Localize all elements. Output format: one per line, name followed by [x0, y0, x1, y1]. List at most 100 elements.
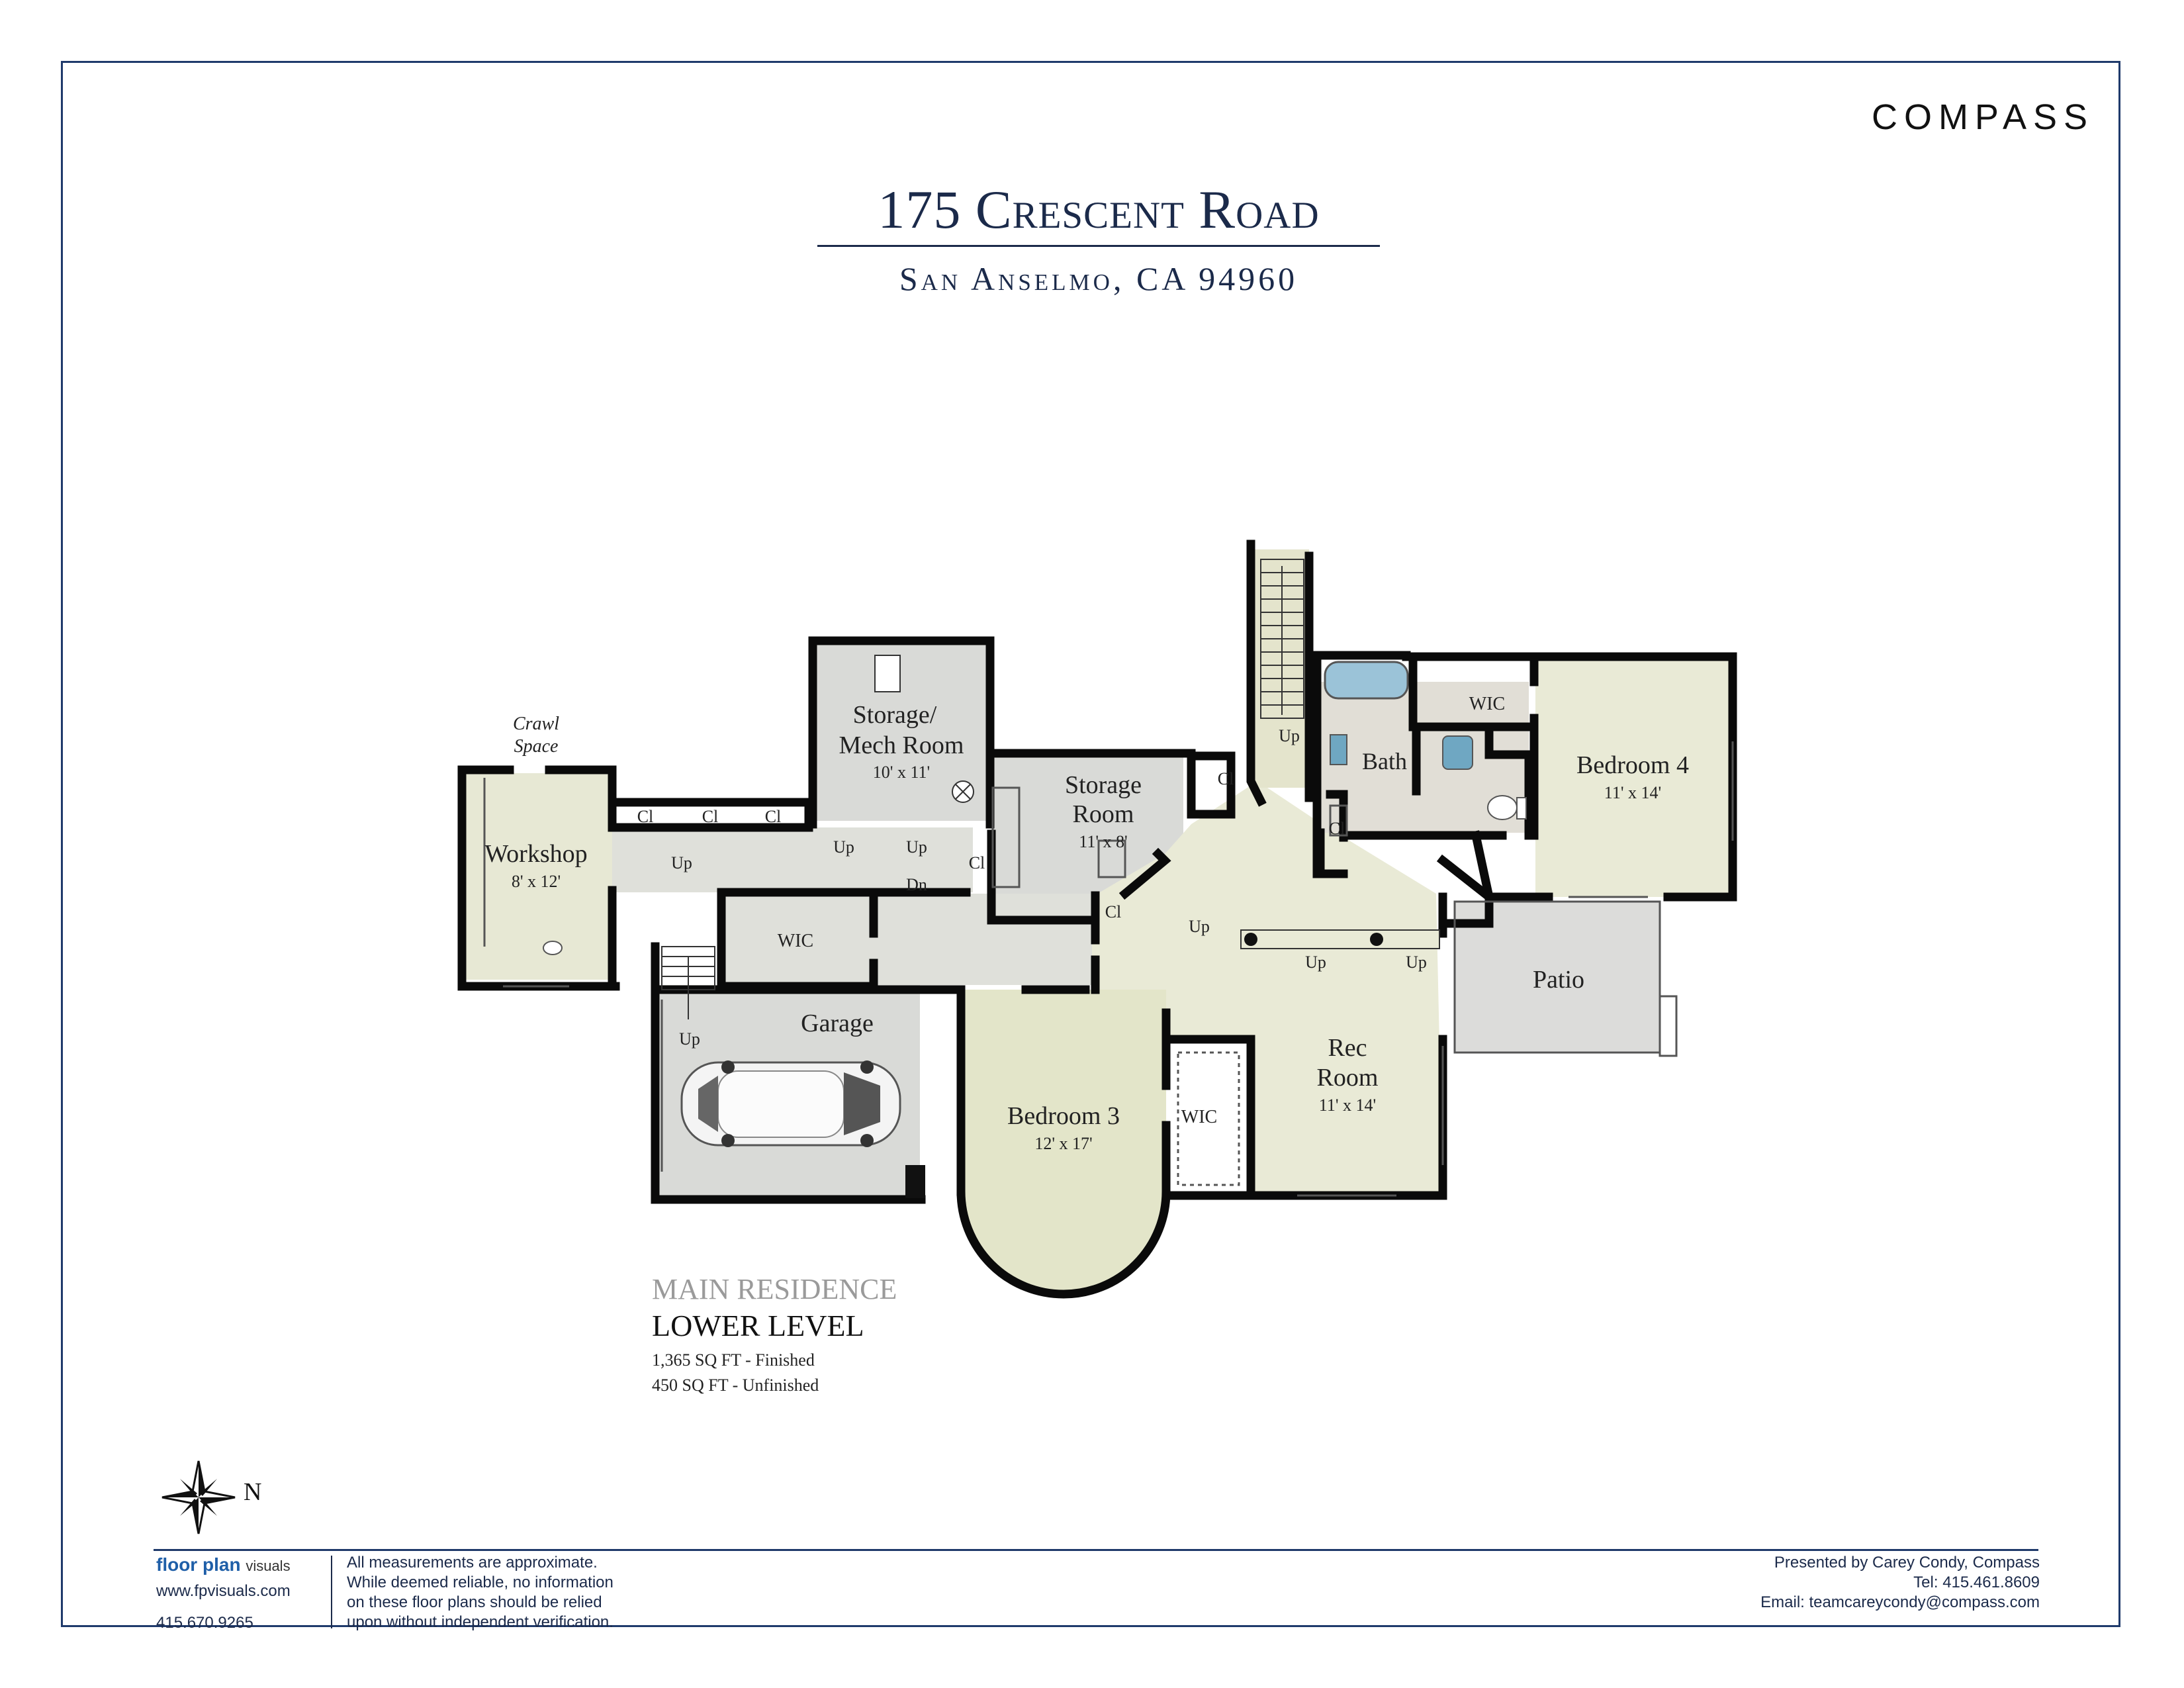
fixtures — [543, 655, 1527, 1198]
stairs — [661, 559, 1304, 1019]
rec-room-step — [1240, 929, 1440, 949]
north-arrow-icon — [161, 1460, 236, 1534]
workshop-label: Workshop — [484, 840, 587, 868]
presenter-phone: Tel: 415.461.8609 — [1913, 1573, 2040, 1591]
shelf-outline — [991, 786, 1021, 888]
workshop-dims: 8' x 12' — [512, 872, 561, 891]
bedroom3-label: Bedroom 3 — [1007, 1102, 1120, 1130]
window-outlines — [483, 741, 1734, 1197]
storage-mech-label: Storage/ — [853, 701, 937, 729]
disclaimer: All measurements are approximate. While … — [347, 1553, 614, 1632]
stair-floor — [1253, 549, 1309, 788]
property-address: San Anselmo, CA 94960 — [899, 260, 1298, 297]
finished-area: 1,365 SQ FT - Finished — [652, 1350, 815, 1370]
bedroom3-floor — [961, 990, 1166, 1294]
closet-wall — [1326, 790, 1348, 840]
up-label: Up — [906, 837, 927, 857]
title-divider — [817, 245, 1380, 247]
disclaimer-line: on these floor plans should be relied — [347, 1593, 602, 1611]
crawl-space-label: Crawl — [513, 714, 559, 734]
column — [1244, 933, 1257, 946]
property-title: 175 Crescent Road — [878, 179, 1320, 240]
wic-hall-floor — [721, 894, 1092, 985]
toilet — [1487, 795, 1518, 820]
wic-wall — [1167, 1035, 1255, 1200]
closet-label: Cl — [1105, 902, 1122, 921]
vanity-sink — [1330, 734, 1347, 765]
company-website[interactable]: www.fpvisuals.com — [156, 1582, 291, 1600]
bedroom4-label: Bedroom 4 — [1576, 751, 1689, 779]
company-phone: 415.670.9265 — [156, 1614, 253, 1632]
level-name: LOWER LEVEL — [652, 1309, 864, 1342]
up-label: Up — [671, 853, 692, 872]
disclaimer-line: While deemed reliable, no information — [347, 1573, 614, 1591]
presenter-info: Presented by Carey Condy, Compass Tel: 4… — [1760, 1553, 2040, 1613]
room-labels: Crawl Space Workshop 8' x 12' Storage/ M… — [484, 694, 1689, 1153]
presenter-email[interactable]: Email: teamcareycondy@compass.com — [1760, 1593, 2040, 1611]
bedroom4-wall — [1471, 830, 1494, 902]
up-label: Up — [679, 1029, 700, 1049]
bath-label: Bath — [1362, 748, 1407, 774]
closet-wall — [1187, 751, 1236, 819]
closet-label: Cl — [1329, 819, 1345, 838]
footer-divider — [154, 1549, 2038, 1551]
utility-sink — [543, 941, 563, 955]
storage-mech-wall — [808, 636, 995, 829]
storage-mech-label: Mech Room — [839, 731, 964, 759]
fpvisuals-logo: floor plan visuals — [156, 1554, 291, 1575]
wic-label: WIC — [1469, 694, 1505, 714]
up-label: Up — [1406, 953, 1427, 972]
page-frame — [61, 61, 2120, 1627]
down-label: Dn — [906, 875, 927, 894]
company-sub: visuals — [246, 1558, 291, 1574]
up-label: Up — [1305, 953, 1326, 972]
closet-wall — [1438, 892, 1494, 928]
bedroom4-floor — [1535, 659, 1733, 897]
stair-markers: Up Up Up Dn Up Up Up Up Up — [671, 726, 1427, 1049]
hall-floor — [612, 827, 973, 892]
garage-post — [905, 1165, 925, 1198]
crawl-space-label: Space — [514, 736, 559, 757]
footer-vertical-divider — [331, 1556, 332, 1628]
workshop-floor — [463, 773, 612, 980]
closet-outline — [1329, 804, 1348, 837]
closet-outline — [1097, 839, 1126, 878]
wic-label: WIC — [1181, 1107, 1217, 1127]
patio-outline — [1453, 900, 1661, 1054]
closet-label: Cl — [765, 807, 782, 826]
level-heading: MAIN RESIDENCE — [652, 1273, 897, 1305]
storage-room-label: Storage — [1065, 771, 1142, 799]
up-label: Up — [833, 837, 854, 857]
up-label: Up — [1279, 726, 1300, 745]
stair-wall — [1246, 539, 1267, 807]
patio-label: Patio — [1533, 966, 1584, 994]
wic-label: WIC — [778, 931, 813, 951]
closet-label: Cl — [969, 853, 985, 872]
wic-shelf — [1177, 1051, 1240, 1186]
storage-room-dims: 11' x 8' — [1079, 832, 1127, 851]
unfinished-area: 450 SQ FT - Unfinished — [652, 1376, 819, 1395]
garage-label: Garage — [801, 1009, 874, 1037]
garage-wall — [651, 942, 926, 1204]
disclaimer-line: upon without independent verification. — [347, 1613, 614, 1631]
brand-logo: COMPASS — [1871, 97, 2094, 137]
rec-room-floor — [1092, 781, 1443, 1196]
bathtub — [1324, 661, 1409, 700]
storage-mech-dims: 10' x 11' — [873, 763, 930, 782]
bedroom3-dims: 12' x 17' — [1034, 1134, 1092, 1153]
floor-fills — [463, 549, 1733, 1294]
closet-label: Cl — [637, 807, 654, 826]
rec-room-label: Room — [1317, 1064, 1379, 1092]
storage-room-label: Room — [1073, 800, 1134, 828]
water-heater — [874, 655, 901, 692]
car-icon — [680, 1060, 901, 1147]
company-name: floor plan — [156, 1554, 241, 1575]
north-label: N — [244, 1478, 262, 1506]
rec-room-wall — [1436, 854, 1496, 904]
toilet-tank — [1516, 797, 1527, 820]
closet-label: Cl — [1218, 769, 1234, 788]
closet-label: Cl — [702, 807, 719, 826]
column — [1370, 933, 1383, 946]
disclaimer-line: All measurements are approximate. — [347, 1554, 598, 1571]
